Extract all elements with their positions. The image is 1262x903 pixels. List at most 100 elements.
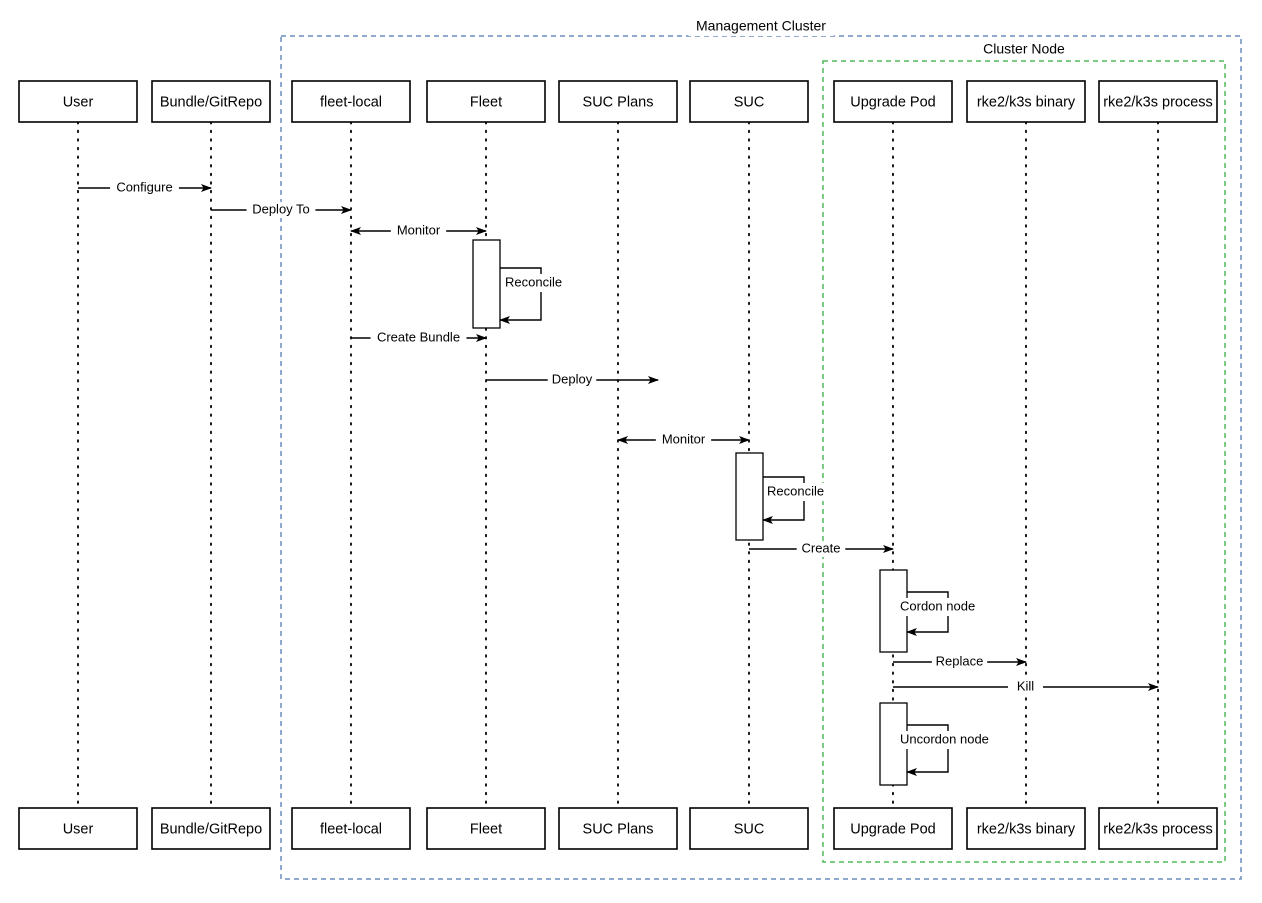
actor-box-rke2-k3s-process[interactable]: [1098, 807, 1218, 850]
actor-label-suc: SUC: [734, 94, 765, 110]
actor-box-suc-plans[interactable]: [558, 807, 678, 850]
message-label-configure: Configure: [116, 179, 172, 194]
actor-box-fleet-local[interactable]: [291, 807, 411, 850]
actor-label-fleet: Fleet: [470, 94, 502, 110]
message-create: Create: [749, 540, 894, 557]
self-message-label-bg: [502, 274, 569, 292]
actor-fleet-local-top[interactable]: fleet-local: [291, 80, 411, 123]
self-message-label-bg: [897, 598, 978, 616]
message-label-bg: [1007, 679, 1044, 695]
actor-box-user[interactable]: [18, 80, 138, 123]
actor-label-suc-plans: SUC Plans: [583, 94, 654, 110]
message-label-replace: Replace: [936, 653, 984, 668]
message-label-bg: [655, 432, 712, 448]
actor-suc-top[interactable]: SUC: [689, 80, 809, 123]
lifelines: [77, 121, 1159, 809]
actor-box-rke2-k3s-process[interactable]: [1098, 80, 1218, 123]
actor-bundle-gitrepo-top[interactable]: Bundle/GitRepo: [151, 80, 271, 123]
actor-rke2-k3s-process-top[interactable]: rke2/k3s process: [1098, 80, 1218, 123]
actor-label-suc-plans: SUC Plans: [583, 821, 654, 837]
boundary-label-bg: [688, 18, 834, 36]
self-message-fleet-reconcile: Reconcile: [499, 267, 569, 324]
actor-label-bundle-gitrepo: Bundle/GitRepo: [160, 94, 262, 110]
self-message-label-bg: [764, 483, 831, 501]
actor-box-bundle-gitrepo[interactable]: [151, 807, 271, 850]
actor-label-user: User: [63, 821, 94, 837]
actor-box-upgrade-pod[interactable]: [833, 807, 953, 850]
actor-box-user[interactable]: [18, 807, 138, 850]
actor-boxes: UserUserBundle/GitRepoBundle/GitRepoflee…: [18, 80, 1218, 850]
message-label-create: Create: [801, 540, 840, 555]
actor-label-fleet: Fleet: [470, 821, 502, 837]
actor-box-suc[interactable]: [689, 807, 809, 850]
actor-suc-plans-top[interactable]: SUC Plans: [558, 80, 678, 123]
activation-bars: [472, 239, 908, 786]
actor-label-upgrade-pod: Upgrade Pod: [850, 821, 935, 837]
actor-fleet-bottom[interactable]: Fleet: [426, 807, 546, 850]
message-label-deploy: Deploy: [552, 371, 593, 386]
actor-rke2-k3s-process-bottom[interactable]: rke2/k3s process: [1098, 807, 1218, 850]
message-create-bundle: Create Bundle: [351, 329, 487, 346]
actor-upgrade-pod-bottom[interactable]: Upgrade Pod: [833, 807, 953, 850]
message-label-bg: [246, 202, 316, 218]
self-message-label-fleet-reconcile: Reconcile: [505, 274, 562, 289]
self-message-label-uncordon-node: Uncordon node: [900, 731, 989, 746]
actor-user-bottom[interactable]: User: [18, 807, 138, 850]
actor-rke2-k3s-binary-bottom[interactable]: rke2/k3s binary: [966, 807, 1086, 850]
self-message-cordon-node: Cordon node: [897, 591, 978, 636]
actor-rke2-k3s-binary-top[interactable]: rke2/k3s binary: [966, 80, 1086, 123]
message-label-bg: [931, 654, 988, 670]
message-label-bg: [796, 541, 846, 557]
message-label-deploy-to: Deploy To: [252, 201, 310, 216]
message-deploy-to: Deploy To: [211, 201, 352, 218]
actor-box-upgrade-pod[interactable]: [833, 80, 953, 123]
message-label-monitor-fleet: Monitor: [397, 222, 441, 237]
message-configure: Configure: [78, 179, 212, 196]
actor-user-top[interactable]: User: [18, 80, 138, 123]
message-kill: Kill: [893, 678, 1159, 695]
actor-fleet-local-bottom[interactable]: fleet-local: [291, 807, 411, 850]
message-label-kill: Kill: [1017, 678, 1034, 693]
boundary-cluster-node: Cluster Node: [822, 41, 1226, 863]
actor-upgrade-pod-top[interactable]: Upgrade Pod: [833, 80, 953, 123]
boundary-management-cluster: Management Cluster: [280, 18, 1242, 880]
activation-fleet-activation: [472, 239, 501, 329]
actor-fleet-top[interactable]: Fleet: [426, 80, 546, 123]
self-message-label-cordon-node: Cordon node: [900, 598, 975, 613]
actor-suc-bottom[interactable]: SUC: [689, 807, 809, 850]
message-replace: Replace: [893, 653, 1027, 670]
message-monitor-fleet: Monitor: [350, 222, 487, 239]
self-message-label-bg: [897, 731, 991, 749]
message-label-monitor-suc: Monitor: [662, 431, 706, 446]
message-label-bg: [370, 330, 467, 346]
boundary-label-management-cluster: Management Cluster: [696, 18, 826, 34]
actor-label-upgrade-pod: Upgrade Pod: [850, 94, 935, 110]
actor-box-fleet-local[interactable]: [291, 80, 411, 123]
actor-bundle-gitrepo-bottom[interactable]: Bundle/GitRepo: [151, 807, 271, 850]
actor-label-bundle-gitrepo: Bundle/GitRepo: [160, 821, 262, 837]
actor-box-suc[interactable]: [689, 80, 809, 123]
message-label-create-bundle: Create Bundle: [377, 329, 460, 344]
actor-box-rke2-k3s-binary[interactable]: [966, 807, 1086, 850]
actor-box-bundle-gitrepo[interactable]: [151, 80, 271, 123]
actor-label-rke2-k3s-binary: rke2/k3s binary: [977, 94, 1076, 110]
actor-suc-plans-bottom[interactable]: SUC Plans: [558, 807, 678, 850]
self-message-suc-reconcile: Reconcile: [762, 476, 831, 524]
actor-label-suc: SUC: [734, 821, 765, 837]
actor-box-fleet[interactable]: [426, 80, 546, 123]
message-label-bg: [110, 180, 179, 196]
actor-label-rke2-k3s-process: rke2/k3s process: [1103, 821, 1213, 837]
actor-label-user: User: [63, 94, 94, 110]
boundary-label-cluster-node: Cluster Node: [983, 41, 1065, 57]
actor-box-suc-plans[interactable]: [558, 80, 678, 123]
self-message-uncordon-node: Uncordon node: [897, 724, 991, 776]
actor-box-rke2-k3s-binary[interactable]: [966, 80, 1086, 123]
actor-box-fleet[interactable]: [426, 807, 546, 850]
self-message-path-fleet-reconcile: [499, 267, 542, 324]
actor-label-rke2-k3s-binary: rke2/k3s binary: [977, 821, 1076, 837]
boundary-rect-cluster-node: [822, 60, 1226, 863]
